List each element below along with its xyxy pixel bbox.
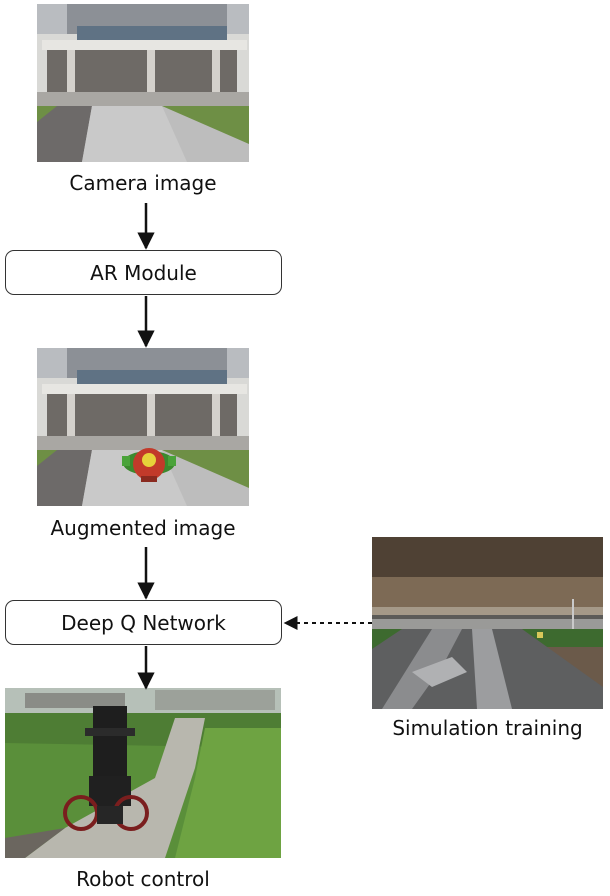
- camera-image: [37, 4, 249, 162]
- robot-image-caption: Robot control: [76, 867, 210, 891]
- deep-q-network-box: Deep Q Network: [5, 600, 282, 645]
- robot-image: [5, 688, 281, 858]
- ar-module-box: AR Module: [5, 250, 282, 295]
- ar-module-label: AR Module: [90, 260, 197, 285]
- virtual-object-icon: [122, 448, 176, 482]
- augmented-image: [37, 348, 249, 506]
- augmented-image-caption: Augmented image: [50, 516, 236, 540]
- deep-q-network-label: Deep Q Network: [61, 610, 226, 635]
- wheelchair-icon: [63, 706, 149, 831]
- camera-image-caption: Camera image: [69, 171, 217, 195]
- simulation-image: [372, 537, 603, 709]
- simulation-image-caption: Simulation training: [392, 716, 583, 740]
